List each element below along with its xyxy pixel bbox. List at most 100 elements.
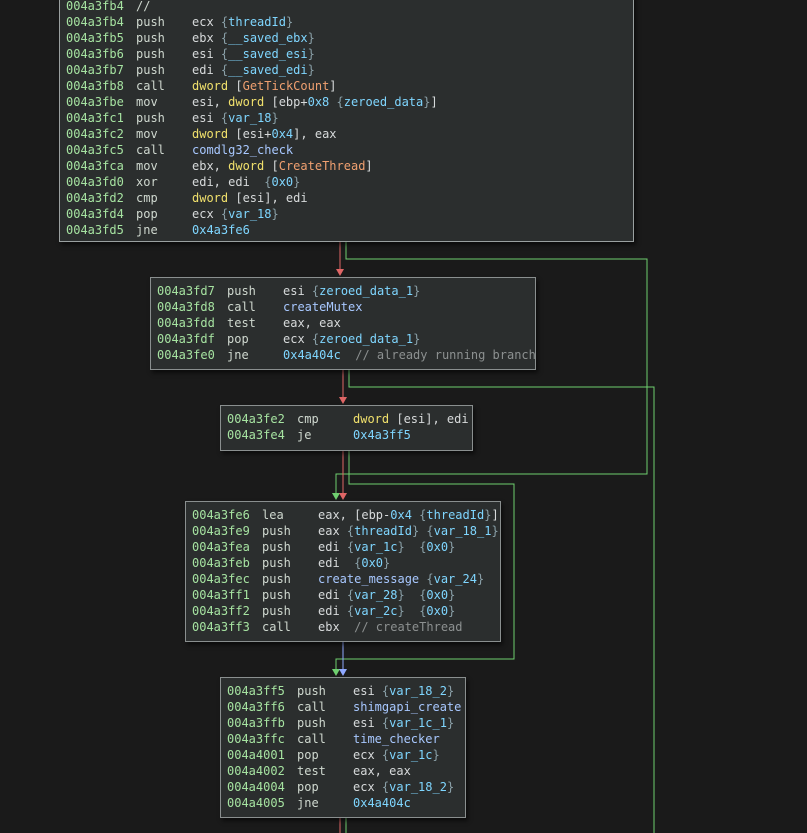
instruction-address[interactable]: 004a4002 bbox=[227, 764, 285, 778]
instruction-address[interactable]: 004a3fb4 bbox=[66, 15, 124, 29]
instruction-address[interactable]: 004a3fe6 bbox=[192, 508, 250, 522]
instruction-address[interactable]: 004a3fb8 bbox=[66, 79, 124, 93]
operand-token[interactable]: CreateThread bbox=[278, 159, 366, 173]
operand-token[interactable]: createMutex bbox=[283, 300, 363, 314]
operand-token[interactable]: var_18 bbox=[228, 111, 272, 125]
instruction-address[interactable]: 004a4004 bbox=[227, 780, 285, 794]
instruction-address[interactable]: 004a3fe0 bbox=[157, 348, 215, 362]
operand-token[interactable]: shimgapi_create bbox=[353, 700, 462, 714]
operand-token[interactable]: zeroed_data_1 bbox=[319, 332, 414, 346]
instruction-address[interactable]: 004a3fd7 bbox=[157, 284, 215, 298]
instruction-address[interactable]: 004a3fb7 bbox=[66, 63, 124, 77]
operand-token[interactable]: var_1c_1 bbox=[389, 716, 447, 730]
instruction-address[interactable]: 004a3fc1 bbox=[66, 111, 124, 125]
operand-token[interactable]: var_24 bbox=[433, 572, 477, 586]
instruction-address[interactable]: 004a3fea bbox=[192, 540, 250, 554]
instruction-address[interactable]: 004a3fd2 bbox=[66, 191, 124, 205]
operand-token[interactable]: var_18 bbox=[228, 207, 272, 221]
operand-token[interactable]: 0x4a404c bbox=[353, 796, 411, 810]
instruction-line[interactable]: 004a3fb4// bbox=[66, 0, 627, 14]
instruction-address[interactable]: 004a4005 bbox=[227, 796, 285, 810]
instruction-address[interactable]: 004a3ff6 bbox=[227, 700, 285, 714]
operand-token[interactable]: var_2c bbox=[354, 604, 398, 618]
instruction-address[interactable]: 004a3fec bbox=[192, 572, 250, 586]
operand-token[interactable]: threadId bbox=[228, 15, 286, 29]
operand-token[interactable]: var_1c bbox=[389, 748, 433, 762]
instruction-address[interactable]: 004a3ff3 bbox=[192, 620, 250, 634]
instruction-address[interactable]: 004a3fd8 bbox=[157, 300, 215, 314]
instruction-address[interactable]: 004a3fe4 bbox=[227, 428, 285, 442]
operand-token[interactable]: zeroed_data bbox=[343, 95, 424, 109]
operand-token[interactable]: var_18_2 bbox=[389, 780, 447, 794]
instruction-address[interactable]: 004a3fb6 bbox=[66, 47, 124, 61]
instruction-address[interactable]: 004a3ff5 bbox=[227, 684, 285, 698]
instruction-address[interactable]: 004a3fd5 bbox=[66, 223, 124, 237]
operand-token[interactable]: var_18_1 bbox=[433, 524, 492, 538]
operand-token[interactable]: __saved_ebx bbox=[228, 31, 308, 45]
operand-token[interactable]: threadId bbox=[426, 508, 485, 522]
operand-token[interactable]: var_18_2 bbox=[389, 684, 447, 698]
instruction-address[interactable]: 004a3fc2 bbox=[66, 127, 124, 141]
operand-token[interactable]: threadId bbox=[354, 524, 412, 538]
instruction-address[interactable]: 004a3fc5 bbox=[66, 143, 124, 157]
instruction-address[interactable]: 004a3fb5 bbox=[66, 31, 124, 45]
operand-token[interactable]: zeroed_data_1 bbox=[319, 284, 414, 298]
instruction-address[interactable]: 004a3feb bbox=[192, 556, 250, 570]
instruction-address[interactable]: 004a3fd0 bbox=[66, 175, 124, 189]
operand-token[interactable]: GetTickCount bbox=[242, 79, 330, 93]
instruction-address[interactable]: 004a3fbe bbox=[66, 95, 124, 109]
operand-token[interactable]: var_1c bbox=[354, 540, 398, 554]
operand-token[interactable]: __saved_edi bbox=[228, 63, 308, 77]
instruction-address[interactable]: 004a3ffc bbox=[227, 732, 285, 746]
instruction-address[interactable]: 004a3fdd bbox=[157, 316, 215, 330]
instruction-address[interactable]: 004a3ff1 bbox=[192, 588, 250, 602]
instruction-address[interactable]: 004a3fb4 bbox=[66, 0, 124, 13]
operand-token[interactable]: comdlg32_check bbox=[192, 143, 294, 157]
instruction-address[interactable]: 004a3ffb bbox=[227, 716, 285, 730]
operand-token[interactable]: time_checker bbox=[353, 732, 440, 746]
operand-token[interactable]: var_28 bbox=[354, 588, 398, 602]
operand-token[interactable]: __saved_esi bbox=[228, 47, 308, 61]
operand-token[interactable]: 0x4a3ff5 bbox=[353, 428, 411, 442]
instruction-address[interactable]: 004a4001 bbox=[227, 748, 285, 762]
instruction-address[interactable]: 004a3fdf bbox=[157, 332, 215, 346]
